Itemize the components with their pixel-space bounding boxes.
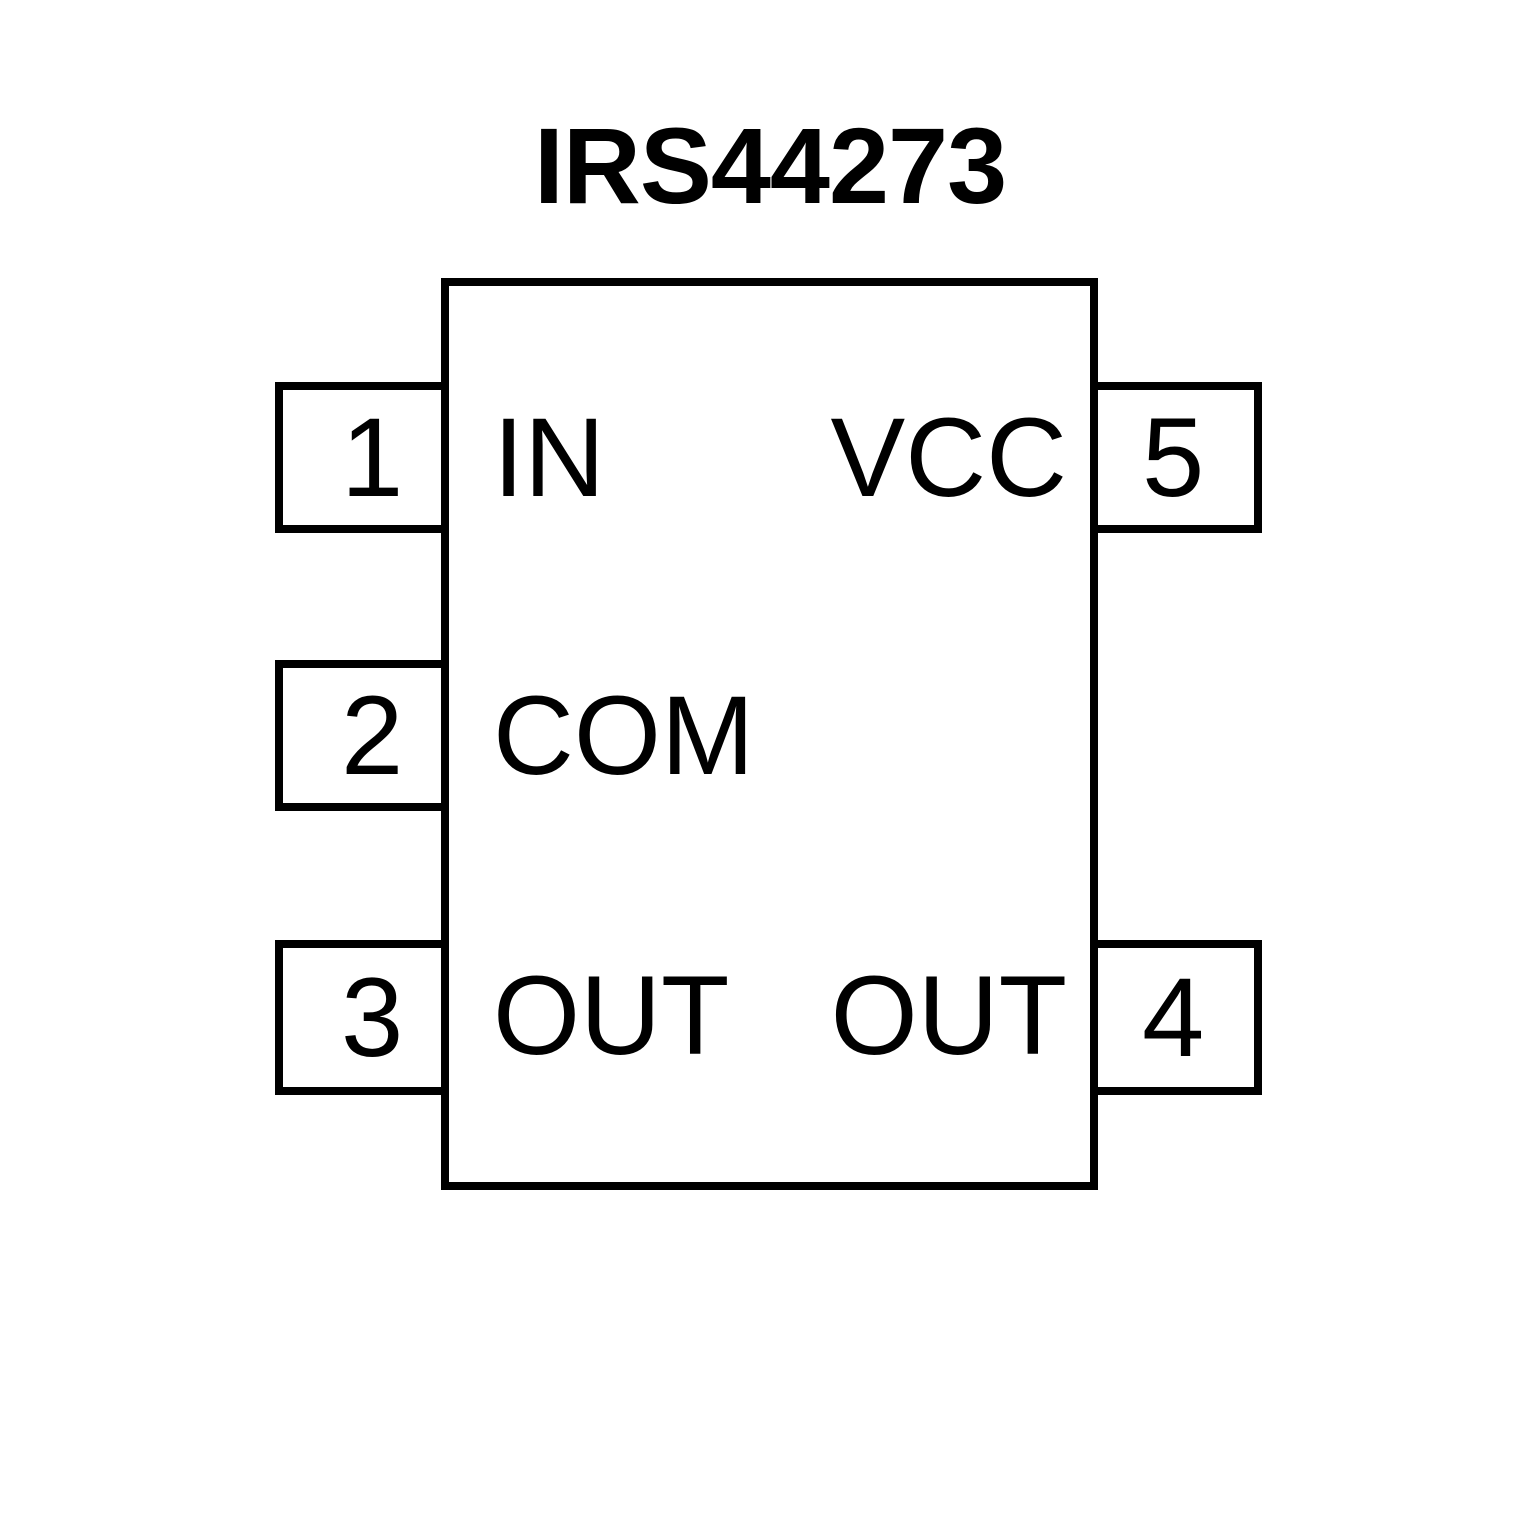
pin-tab-4[interactable]: 4 bbox=[1090, 940, 1262, 1095]
pin-number-2: 2 bbox=[341, 672, 404, 798]
pin-tab-2[interactable]: 2 bbox=[275, 660, 449, 811]
pin-label-1-in: IN bbox=[493, 395, 605, 520]
pin-tab-1[interactable]: 1 bbox=[275, 382, 449, 533]
pin-number-1: 1 bbox=[341, 394, 404, 520]
pin-label-4-out: OUT bbox=[830, 953, 1067, 1078]
pin-tab-3[interactable]: 3 bbox=[275, 940, 449, 1095]
pin-number-4: 4 bbox=[1142, 954, 1205, 1080]
pin-label-2-com: COM bbox=[493, 673, 755, 798]
pin-tab-5[interactable]: 5 bbox=[1090, 382, 1262, 533]
pin-label-5-vcc: VCC bbox=[830, 395, 1067, 520]
pin-number-3: 3 bbox=[341, 954, 404, 1080]
pin-label-3-out: OUT bbox=[493, 953, 730, 1078]
ic-body-outline bbox=[441, 278, 1098, 1190]
part-number-title: IRS44273 bbox=[533, 105, 1007, 226]
pin-number-5: 5 bbox=[1142, 394, 1205, 520]
